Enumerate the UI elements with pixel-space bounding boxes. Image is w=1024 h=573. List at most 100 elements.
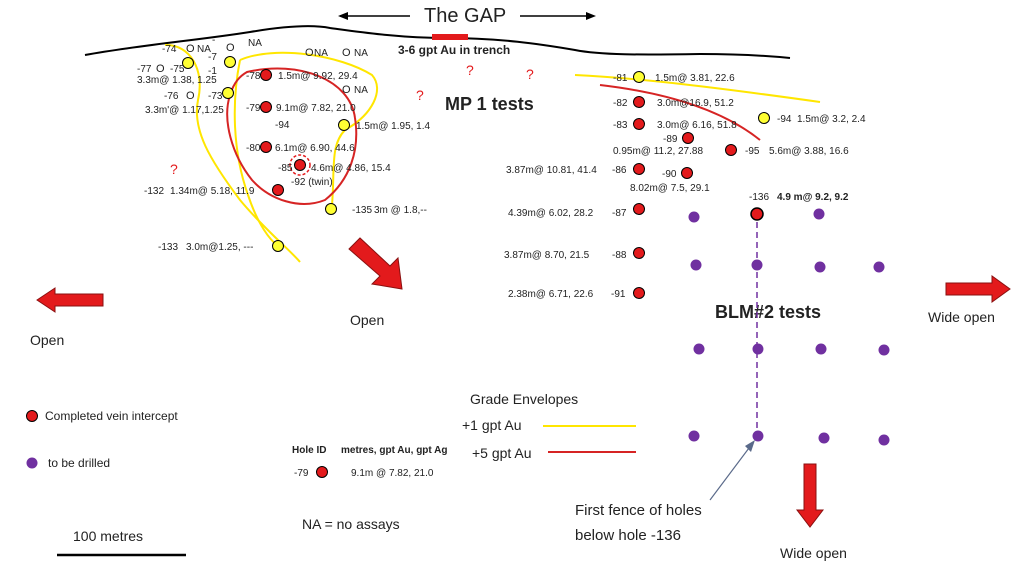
yellow-envelope-west xyxy=(164,43,301,263)
hole-result-label: 1.34m@ 5.18, 11.9 xyxy=(170,186,255,197)
hole-result-label: 6.1m@ 6.90, 44.6 xyxy=(275,143,355,154)
completed-hole xyxy=(294,159,306,171)
completed-hole xyxy=(633,287,645,299)
hole-result-label: 1.5m@ 3.81, 22.6 xyxy=(655,73,735,84)
legend-grade-title: Grade Envelopes xyxy=(470,391,578,407)
hole-result-label: 4.39m@ 6.02, 28.2 xyxy=(508,208,594,219)
trench-note: 3-6 gpt Au in trench xyxy=(398,43,510,57)
hole-id-label: -135 xyxy=(352,205,372,216)
no-assay-marker: O xyxy=(226,42,235,54)
hole-id-label: -7 xyxy=(208,52,217,63)
hole-id-label: -132 xyxy=(144,186,164,197)
no-assay-label: NA xyxy=(314,48,328,59)
hole-id-label: -89 xyxy=(663,134,678,145)
hole-id-label: -85 xyxy=(278,163,293,174)
hole-id-label: -136 xyxy=(749,192,769,203)
low-grade-hole xyxy=(224,56,236,68)
hole-result-label: 9.1m@ 7.82, 21.0 xyxy=(276,103,356,114)
key-hole-id-header: Hole ID xyxy=(292,445,326,456)
hole-id-label: -83 xyxy=(613,120,628,131)
planned-hole xyxy=(878,344,890,356)
hole-result-label: 3m @ 1.8,-- xyxy=(374,205,427,216)
blm2-tests-label: BLM#2 tests xyxy=(715,302,821,322)
planned-hole xyxy=(693,343,705,355)
hole-result-label: 1.5m@ 9.92, 29.4 xyxy=(278,71,358,82)
hole-id-label: -80 xyxy=(246,143,261,154)
hole-result-label: 3.3m@ 1.38, 1.25 xyxy=(137,75,217,86)
completed-hole xyxy=(633,247,645,259)
no-assay-label: NA xyxy=(248,38,262,49)
question-mark: ? xyxy=(170,161,178,177)
hole-id-label: -81 xyxy=(613,73,628,84)
planned-hole xyxy=(752,343,764,355)
no-assay-label: NA xyxy=(354,48,368,59)
planned-hole xyxy=(813,208,825,220)
no-assay-marker: O xyxy=(186,90,195,102)
low-grade-hole xyxy=(182,57,194,69)
completed-hole xyxy=(260,141,272,153)
hole-result-label: 3.0m@ 6.16, 51.8 xyxy=(657,120,737,131)
key-hole-id: -79 xyxy=(294,468,309,479)
hole-id-label: -77 xyxy=(137,64,152,75)
legend-completed-label: Completed vein intercept xyxy=(45,409,178,423)
scale-bar-label: 100 metres xyxy=(73,528,143,544)
hole-id-label: -92 (twin) xyxy=(291,177,333,188)
fence-note-line1: First fence of holes xyxy=(575,502,702,519)
hole-id-label: - xyxy=(212,35,215,46)
gap-title: The GAP xyxy=(424,5,506,27)
low-grade-hole xyxy=(338,119,350,131)
planned-hole xyxy=(818,432,830,444)
low-grade-hole xyxy=(325,203,337,215)
planned-hole xyxy=(690,259,702,271)
no-assay-marker: O xyxy=(186,43,195,55)
key-values: 9.1m @ 7.82, 21.0 xyxy=(351,468,434,479)
legend-to-drill-label: to be drilled xyxy=(48,456,110,470)
key-hole-marker-icon xyxy=(316,466,328,478)
hole-result-label: 3.0m@16.9, 51.2 xyxy=(657,98,734,109)
hole-result-label: 8.02m@ 7.5, 29.1 xyxy=(630,183,710,194)
hole-result-label: 1.5m@ 3.2, 2.4 xyxy=(797,114,866,125)
no-assay-marker: O xyxy=(342,47,351,59)
low-grade-hole xyxy=(633,71,645,83)
hole-id-label: -87 xyxy=(612,208,627,219)
hole-result-label: 0.95m@ 11.2, 27.88 xyxy=(613,146,703,157)
open-left-arrow-icon xyxy=(36,287,104,313)
open-center-arrow-icon xyxy=(348,237,403,290)
legend-plus1-label: +1 gpt Au xyxy=(462,417,522,433)
hole-result-label: 5.6m@ 3.88, 16.6 xyxy=(769,146,849,157)
hole-id-label: -78 xyxy=(246,71,261,82)
planned-hole xyxy=(752,430,764,442)
no-assay-label: NA xyxy=(197,44,211,55)
planned-hole xyxy=(688,211,700,223)
wide-open-right-arrow-icon xyxy=(945,275,1011,303)
fence-pointer-line xyxy=(709,443,753,501)
hole-id-label: -75 xyxy=(170,64,185,75)
completed-hole xyxy=(681,167,693,179)
hole-id-label: -76 xyxy=(164,91,179,102)
low-grade-hole xyxy=(272,240,284,252)
completed-hole xyxy=(260,69,272,81)
no-assay-marker: O xyxy=(342,84,351,96)
twin-hole-highlight xyxy=(289,154,311,176)
planned-hole xyxy=(873,261,885,273)
low-grade-hole xyxy=(758,112,770,124)
planned-hole xyxy=(688,430,700,442)
open-left-label: Open xyxy=(30,332,64,348)
hole-result-label: 4.9 m@ 9.2, 9.2 xyxy=(777,192,849,203)
planned-hole xyxy=(814,261,826,273)
hole-result-label: 4.6m@ 4.86, 15.4 xyxy=(311,163,391,174)
hole-result-label: 2.38m@ 6.71, 22.6 xyxy=(508,289,594,300)
legend-completed-marker-icon xyxy=(26,410,38,422)
mp1-tests-label: MP 1 tests xyxy=(445,94,534,114)
wide-open-bottom-arrow-icon xyxy=(795,463,825,528)
legend-to-drill-marker-icon xyxy=(26,457,38,469)
open-center-label: Open xyxy=(350,312,384,328)
hole-result-label: 3.3m'@ 1.17,1.25 xyxy=(145,105,224,116)
completed-hole xyxy=(260,101,272,113)
hole-id-label: -94 xyxy=(777,114,792,125)
completed-hole xyxy=(633,163,645,175)
completed-hole xyxy=(272,184,284,196)
hole-id-label: -1 xyxy=(208,66,217,77)
